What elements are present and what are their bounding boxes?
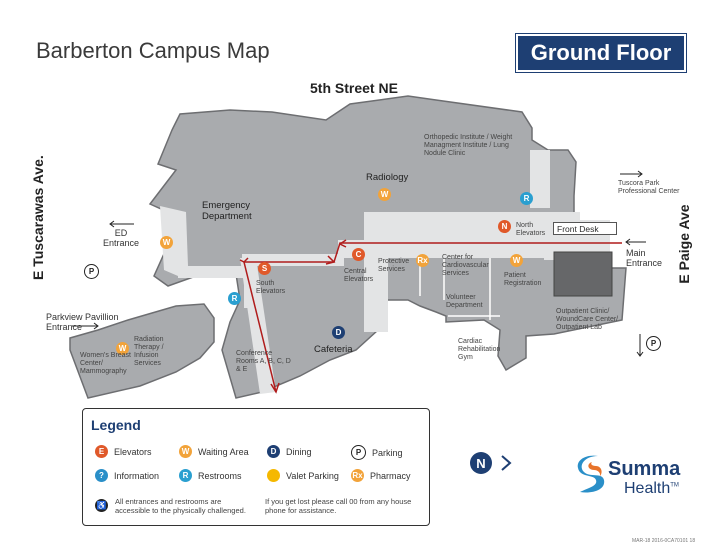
parking-icon-west: P [84, 264, 99, 279]
legend-note-access: All entrances and restrooms are accessib… [115, 497, 246, 515]
dining-icon: D [332, 326, 345, 339]
label-volunteer: Volunteer Department [446, 294, 483, 309]
legend-waiting: W Waiting Area [179, 445, 249, 458]
entrance-arrows [72, 170, 646, 357]
pharmacy-icon: Rx [416, 254, 429, 267]
label-cardiac-rehab: Cardiac Rehabilitation Gym [458, 338, 501, 361]
legend-restrooms: R Restrooms [179, 469, 242, 482]
waiting-icon-radiology: W [378, 188, 391, 201]
label-south-elevators: South Elevators [256, 280, 286, 295]
brand-name: Summa [608, 458, 681, 480]
legend-elevators: E Elevators [95, 445, 152, 458]
corridor-west [178, 266, 248, 278]
parking-icon-east: P [646, 336, 661, 351]
label-outpatient: Outpatient Clinic/ WoundCare Center/ Out… [556, 308, 619, 331]
waiting-icon-pavilion: W [116, 342, 129, 355]
restroom-icon-north: R [520, 192, 533, 205]
corridor-northeast [530, 150, 550, 208]
outpatient-room [553, 251, 613, 297]
legend-information: ? Information [95, 469, 159, 482]
label-patient-registration: Patient Registration [504, 272, 542, 287]
information-icon: ? [95, 469, 108, 482]
elevator-icon-central: C [352, 248, 365, 261]
waiting-icon-registration: W [510, 254, 523, 267]
legend: Legend E Elevators W Waiting Area D Dini… [82, 408, 430, 526]
waiting-area-icon: W [179, 445, 192, 458]
label-protective: Protective Services [378, 258, 410, 273]
street-north-label: 5th Street NE [310, 80, 398, 96]
label-ed-entrance: ED Entrance [102, 228, 140, 248]
label-cafeteria: Cafeteria [314, 344, 353, 355]
label-tuscora: Tuscora Park Professional Center [618, 180, 680, 195]
label-front-desk: Front Desk [553, 222, 617, 235]
restroom-icon: R [179, 469, 192, 482]
restroom-icon-south: R [228, 292, 241, 305]
elevator-icon-north: N [498, 220, 511, 233]
print-code: MAR-18 2016-0CA70101 18 [632, 538, 696, 544]
corridor-main [338, 240, 568, 258]
label-main-entrance: Main Entrance [626, 248, 663, 268]
elevator-icon: E [95, 445, 108, 458]
label-central-elevators: Central Elevators [344, 268, 374, 283]
label-radiology: Radiology [366, 172, 409, 183]
label-emergency: Emergency Department [202, 200, 252, 222]
label-orthopedic: Orthopedic Institute / Weight Managment … [424, 134, 513, 157]
label-north-elevators: North Elevators [516, 222, 546, 237]
label-conference: Conference Rooms A, B, C, D & E [236, 350, 291, 373]
legend-pharmacy: Rx Pharmacy [351, 469, 411, 482]
valet-parking-icon [267, 469, 280, 482]
floor-badge: Ground Floor [515, 33, 687, 73]
pharmacy-icon: Rx [351, 469, 364, 482]
map-title: Barberton Campus Map [36, 38, 270, 63]
parking-icon: P [351, 445, 366, 460]
legend-title: Legend [91, 417, 141, 433]
chevron-right-icon [501, 455, 512, 471]
north-arrow-icon: N [470, 452, 492, 474]
elevator-icon-south: S [258, 262, 271, 275]
brand-sub: HealthTM [624, 480, 679, 497]
street-north: 5th Street NE [310, 80, 398, 96]
building-pavilion [69, 303, 215, 399]
summa-logo-icon [577, 455, 605, 493]
waiting-icon-ed: W [160, 236, 173, 249]
legend-parking: P Parking [351, 445, 403, 460]
legend-valet: Valet Parking [267, 469, 339, 482]
route [239, 239, 622, 394]
legend-dining: D Dining [267, 445, 312, 458]
corridor-central [364, 212, 388, 332]
label-parkview: Parkview Pavillion Entrance [46, 312, 119, 332]
corridor-ed [160, 206, 188, 276]
label-cardiovascular: Center for Cardiovascular Services [442, 254, 489, 277]
label-womens: Women's Breast Center/ Mammography [80, 352, 132, 375]
dining-icon: D [267, 445, 280, 458]
legend-note-lost: If you get lost please call 00 from any … [265, 497, 412, 515]
accessibility-icon: ♿ [95, 499, 108, 512]
label-radiation: Radiation Therapy / Infusion Services [134, 336, 164, 367]
